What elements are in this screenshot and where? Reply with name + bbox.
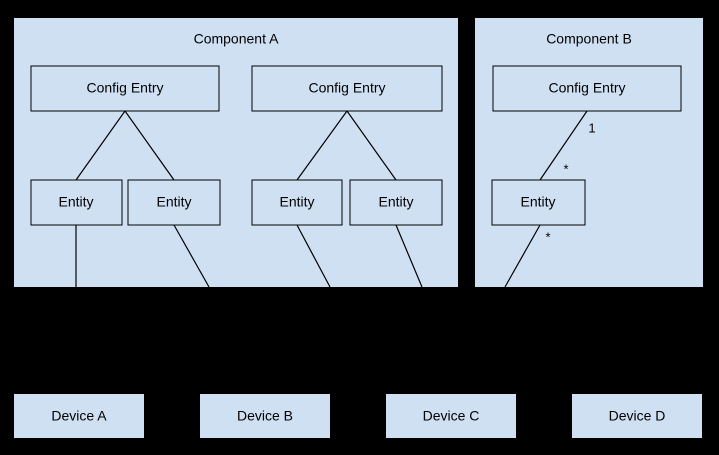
node-entity-b1[interactable]: Entity bbox=[491, 179, 586, 226]
edge-entity-a2-to-device bbox=[173, 224, 210, 288]
device-a-rect bbox=[14, 394, 144, 438]
node-config-entry-a1[interactable]: Config Entry bbox=[30, 65, 220, 112]
edge-config-b1-to-entity-b1 bbox=[539, 110, 588, 181]
multiplicity-label-star-lower: * bbox=[545, 229, 550, 244]
panel-component-b-title: Component B bbox=[546, 31, 632, 47]
panel-component-a[interactable]: Component A bbox=[14, 18, 458, 287]
edge-group bbox=[75, 110, 588, 288]
panel-component-a-title: Component A bbox=[194, 31, 279, 47]
node-entity-a2-label: Entity bbox=[156, 194, 191, 210]
node-entity-a4-rect bbox=[349, 179, 443, 226]
node-entity-a1-rect bbox=[30, 179, 123, 226]
device-group: Device A Device B Device C Device D bbox=[14, 394, 702, 438]
device-d-rect bbox=[572, 394, 702, 438]
edge-config-a2-to-entity-a4 bbox=[346, 110, 397, 181]
node-config-entry-a2[interactable]: Config Entry bbox=[251, 65, 443, 112]
node-config-entry-a1-rect bbox=[30, 65, 220, 112]
device-c-label: Device C bbox=[423, 408, 480, 424]
node-entity-a3-rect bbox=[251, 179, 343, 226]
node-config-entry-a2-rect bbox=[251, 65, 443, 112]
device-b[interactable]: Device B bbox=[200, 394, 330, 438]
device-a[interactable]: Device A bbox=[14, 394, 144, 438]
node-entity-a4-label: Entity bbox=[378, 194, 413, 210]
edge-config-a1-to-entity-a1 bbox=[75, 110, 126, 181]
edge-entity-b1-to-device bbox=[504, 224, 541, 288]
edge-config-a1-to-entity-a2 bbox=[124, 110, 175, 181]
panel-component-b[interactable]: Component B bbox=[475, 18, 703, 287]
device-d-label: Device D bbox=[609, 408, 666, 424]
multiplicity-group: 1 * * bbox=[545, 120, 595, 244]
node-config-entry-b1-label: Config Entry bbox=[548, 80, 625, 96]
device-d[interactable]: Device D bbox=[572, 394, 702, 438]
edge-entity-a4-to-device bbox=[395, 224, 423, 288]
node-entity-a2-rect bbox=[127, 179, 221, 226]
device-c-rect bbox=[386, 394, 516, 438]
panel-group: Component A Component B bbox=[14, 18, 703, 287]
node-entity-b1-rect bbox=[491, 179, 586, 226]
node-entity-a4[interactable]: Entity bbox=[349, 179, 443, 226]
panel-component-b-rect bbox=[475, 18, 703, 287]
edge-config-a2-to-entity-a3 bbox=[296, 110, 348, 181]
panel-component-a-rect bbox=[14, 18, 458, 287]
node-config-entry-a1-label: Config Entry bbox=[86, 80, 163, 96]
node-entity-a3-label: Entity bbox=[279, 194, 314, 210]
node-config-entry-b1-rect bbox=[492, 65, 682, 112]
node-entity-a2[interactable]: Entity bbox=[127, 179, 221, 226]
node-entity-a1[interactable]: Entity bbox=[30, 179, 123, 226]
device-c[interactable]: Device C bbox=[386, 394, 516, 438]
multiplicity-label-one: 1 bbox=[588, 120, 595, 135]
multiplicity-label-star-upper: * bbox=[563, 161, 568, 176]
device-b-label: Device B bbox=[237, 408, 293, 424]
node-config-entry-b1[interactable]: Config Entry bbox=[492, 65, 682, 112]
node-config-entry-a2-label: Config Entry bbox=[308, 80, 385, 96]
node-entity-a3[interactable]: Entity bbox=[251, 179, 343, 226]
node-entity-a1-label: Entity bbox=[58, 194, 93, 210]
device-b-rect bbox=[200, 394, 330, 438]
edge-entity-a3-to-device bbox=[296, 224, 331, 288]
node-entity-b1-label: Entity bbox=[520, 194, 555, 210]
node-group: Config Entry Config Entry Config Entry E… bbox=[30, 65, 682, 226]
device-a-label: Device A bbox=[51, 408, 107, 424]
